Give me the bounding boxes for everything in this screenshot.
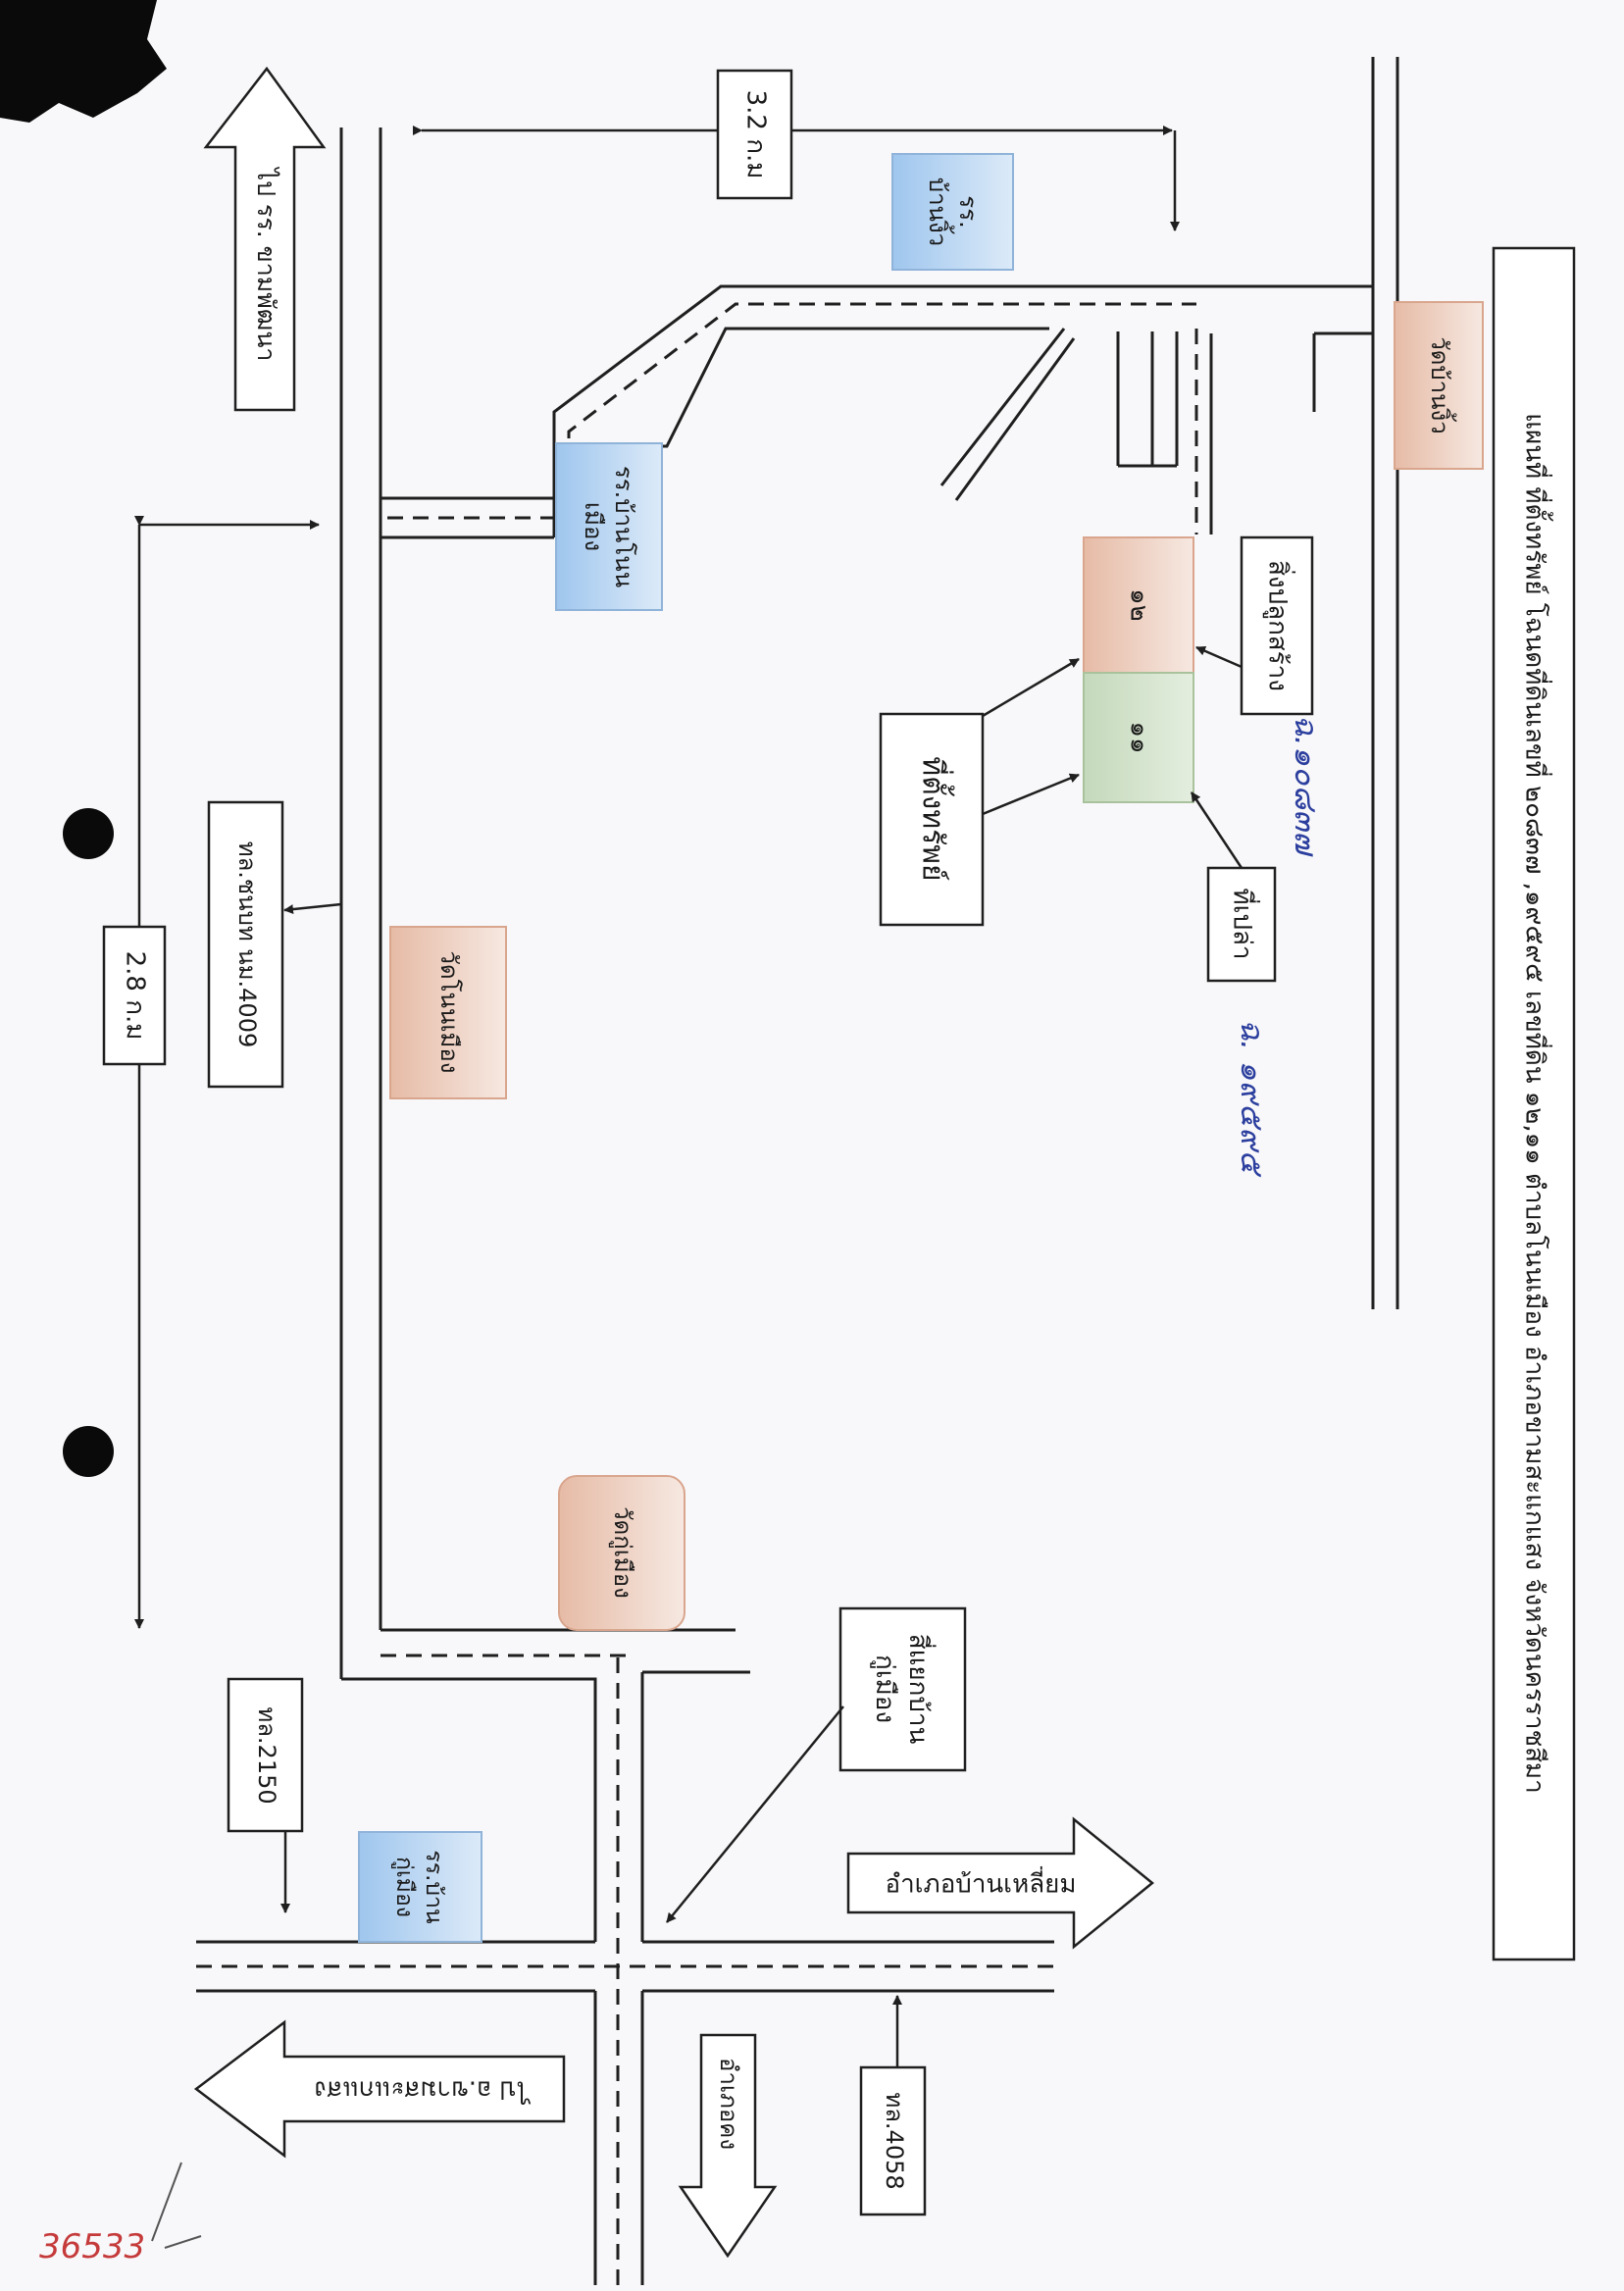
map-title: แผนที่ ที่ตั้งทรัพย์ โฉนดที่ดินเลขที่ ๒๐… xyxy=(1492,246,1576,1961)
wat-non-muang: วัดโนนเมือง xyxy=(389,926,507,1099)
callout-vacant-land: ที่เปล่า xyxy=(1190,791,1277,983)
school-ban-ku-muang-label: รร.บ้านกู่เมือง xyxy=(391,1850,446,1924)
direction-arrow-kham-phatthana: ไป รร. ขามพัฒนา xyxy=(203,66,327,412)
road-2150-box: ทล.2150 xyxy=(227,1677,304,1913)
handwritten-deed-a: ฉ.๑๐๘๓๗ xyxy=(1288,715,1325,857)
callout-vacant-land-label: ที่เปล่า xyxy=(1228,888,1261,959)
wat-non-muang-label: วัดโนนเมือง xyxy=(435,951,463,1074)
wat-ku-muang: วัดกู่เมือง xyxy=(558,1475,685,1631)
callout-property-location: ที่ตั้งทรัพย์ xyxy=(879,657,1080,927)
callout-intersection: สี่แยกบ้านกู่เมือง xyxy=(666,1606,967,1923)
handwritten-mark xyxy=(151,2162,202,2249)
parcel-11: ๑๑ xyxy=(1083,672,1194,803)
school-ban-non-muang-label: รร.บ้านโนนเมือง xyxy=(580,466,637,587)
wat-ban-ngio-label: วัดบ้านงิ้ว xyxy=(1426,336,1457,433)
direction-arrow-amphoe-khong: อำเภอคง xyxy=(678,2033,778,2259)
road-4009-box: ทล.ชนบท นม.4009 xyxy=(207,800,342,1089)
road-2150-label: ทล.2150 xyxy=(253,1706,280,1804)
direction-kham-sakaesaeng-label: ไป อ.ขามสะแกแสง xyxy=(315,2075,532,2106)
distance-top-label: 3.2 ก.ม xyxy=(741,90,771,179)
road-network xyxy=(196,57,1399,2285)
road-4058-box: ทล.4058 xyxy=(859,1995,927,2216)
distance-markers xyxy=(134,126,1180,1629)
parcel-12-label: ๑๒ xyxy=(1125,588,1154,622)
road-4009-label: ทล.ชนบท นม.4009 xyxy=(233,841,261,1047)
punch-hole-top xyxy=(63,808,114,859)
school-ban-ngio: รร.บ้านงิ้ว xyxy=(891,153,1014,271)
punch-hole-bottom xyxy=(63,1426,114,1477)
callout-property-location-label: ที่ตั้งทรัพย์ xyxy=(916,756,955,881)
school-ban-non-muang: รร.บ้านโนนเมือง xyxy=(555,442,663,611)
road-4058-label: ทล.4058 xyxy=(881,2092,908,2189)
map-title-label: แผนที่ ที่ตั้งทรัพย์ โฉนดที่ดินเลขที่ ๒๐… xyxy=(1520,413,1554,1794)
direction-arrow-kham-sakaesaeng: ไป อ.ขามสะแกแสง xyxy=(193,2019,566,2159)
callout-construction-label: สิ่งปลูกสร้าง xyxy=(1263,560,1296,691)
direction-ban-liam-label: อำเภอบ้านเหลี่ยม xyxy=(885,1866,1076,1900)
school-ban-ngio-label: รร.บ้านงิ้ว xyxy=(924,178,982,246)
direction-arrow-ban-liam: อำเภอบ้านเหลี่ยม xyxy=(846,1816,1154,1950)
wat-ku-muang-label: วัดกู่เมือง xyxy=(608,1506,636,1599)
handwritten-deed-b: ฉ. ๑๙๕๙๕ xyxy=(1234,1019,1271,1178)
wat-ban-ngio: วัดบ้านงิ้ว xyxy=(1394,301,1484,470)
parcel-11-label: ๑๑ xyxy=(1125,721,1154,753)
direction-amphoe-khong-label: อำเภอคง xyxy=(715,2058,742,2150)
school-ban-ku-muang: รร.บ้านกู่เมือง xyxy=(358,1831,482,1943)
distance-left: 2.8 ก.ม xyxy=(102,925,167,1066)
distance-left-label: 2.8 ก.ม xyxy=(121,951,150,1041)
parcel-12: ๑๒ xyxy=(1083,536,1194,674)
direction-kham-phatthana-label: ไป รร. ขามพัฒนา xyxy=(252,167,280,362)
callout-construction: สิ่งปลูกสร้าง xyxy=(1195,535,1314,716)
torn-corner xyxy=(0,0,167,123)
distance-top: 3.2 ก.ม xyxy=(716,69,793,200)
callout-intersection-label: สี่แยกบ้านกู่เมือง xyxy=(870,1634,937,1745)
handwritten-stamp-number: 36533 xyxy=(39,2227,145,2266)
